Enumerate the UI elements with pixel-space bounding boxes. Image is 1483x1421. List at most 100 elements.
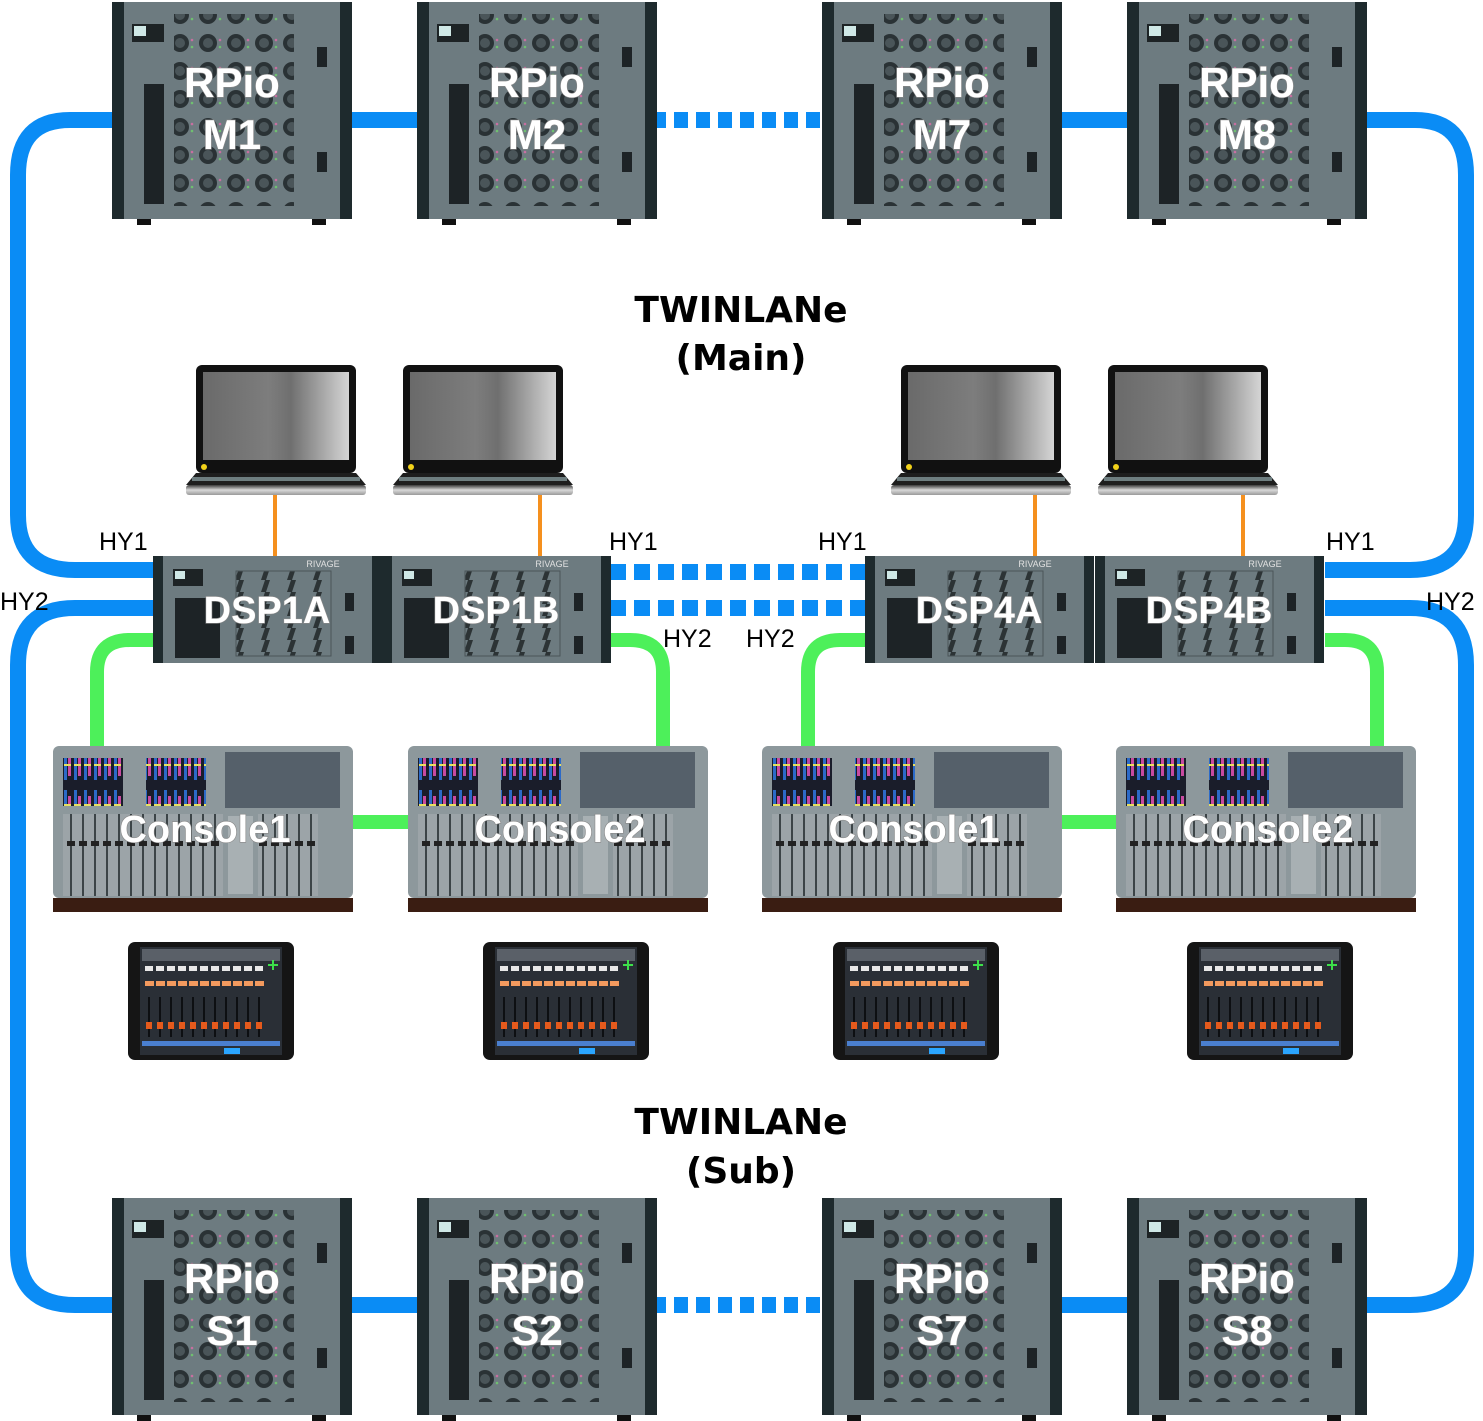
tablet-fader-track bbox=[613, 997, 615, 1037]
tablet-channel-overview bbox=[1201, 949, 1339, 961]
tablet-fader-knob bbox=[884, 1022, 890, 1029]
rpio-rail-left bbox=[822, 2, 834, 219]
rpio-card-slot bbox=[144, 1280, 164, 1400]
port-label-hy1-mid-right: HY1 bbox=[818, 528, 867, 556]
rpio-card-slot bbox=[854, 1280, 874, 1400]
tablet-channel-button bbox=[1314, 966, 1322, 971]
tablet-fader-knob bbox=[950, 1022, 956, 1029]
rpio-foot bbox=[617, 219, 631, 225]
tablet-channel-on bbox=[1215, 981, 1224, 986]
tablet-channel-overview bbox=[142, 949, 280, 961]
cable-sub-right-loop bbox=[1325, 600, 1474, 1313]
dsp-rail-left bbox=[1095, 556, 1105, 663]
tablet-fader-knob bbox=[534, 1022, 540, 1029]
console-fader-bank bbox=[63, 814, 223, 896]
port-label-hy2-right: HY2 bbox=[1426, 588, 1475, 616]
laptop-keyboard bbox=[897, 477, 1065, 481]
network-subtitle-sub: (Sub) bbox=[686, 1151, 796, 1192]
dsp-rail-left bbox=[153, 556, 163, 663]
tablet-fader-knob bbox=[928, 1022, 934, 1029]
dsp-card-slots bbox=[887, 598, 932, 658]
rpio-xlr-panel bbox=[479, 1210, 599, 1402]
tablet-fader-track bbox=[236, 997, 238, 1037]
console-wood-trim bbox=[762, 898, 1062, 912]
rpio-rail-right bbox=[1355, 1198, 1367, 1415]
console-center-controls bbox=[937, 816, 962, 894]
rpio-xlr-panel bbox=[1189, 1210, 1309, 1402]
rpio-label-line1: RPio bbox=[894, 1255, 990, 1302]
rpio-foot bbox=[137, 1415, 151, 1421]
tablet-channel-button bbox=[566, 966, 574, 971]
tablet-channel-button bbox=[178, 966, 186, 971]
tablet-channel-button bbox=[938, 966, 946, 971]
rpio-foot bbox=[442, 219, 456, 225]
rpio-card-slot bbox=[449, 1280, 469, 1400]
tablet-plus-icon bbox=[1331, 960, 1333, 970]
console-fader-bank bbox=[418, 814, 578, 896]
tablet-fader-knob bbox=[256, 1022, 262, 1029]
rpio-foot bbox=[847, 1415, 861, 1421]
rpio-label-line1: RPio bbox=[1199, 1255, 1295, 1302]
console-label: Console1 bbox=[828, 809, 999, 851]
tablet-fader-knob bbox=[851, 1022, 857, 1029]
console-label: Console2 bbox=[474, 809, 645, 851]
tablet-fader-knob bbox=[1271, 1022, 1277, 1029]
dsp-power-switch bbox=[1287, 593, 1296, 611]
tablet-fader-track bbox=[1284, 997, 1286, 1037]
rpio-rail-left bbox=[417, 2, 429, 219]
tablet-channel-button bbox=[544, 966, 552, 971]
tablet-fader-knob bbox=[223, 1022, 229, 1029]
tablet-fader-track bbox=[941, 997, 943, 1037]
tablet-channel-button bbox=[522, 966, 530, 971]
tablet-channel-button bbox=[1204, 966, 1212, 971]
tablet-fader-track bbox=[853, 997, 855, 1037]
tablet-fader-track bbox=[536, 997, 538, 1037]
tablet-fader-knob bbox=[1238, 1022, 1244, 1029]
dsp-lcd bbox=[1117, 571, 1127, 579]
tablet-channel-button bbox=[610, 966, 618, 971]
tablet-channel-button bbox=[960, 966, 968, 971]
rpio-label-line2: M7 bbox=[913, 111, 971, 158]
rpio-lcd bbox=[134, 1222, 146, 1232]
dsp-vent bbox=[235, 570, 332, 657]
dsp-rail-right bbox=[372, 556, 382, 663]
laptop-1 bbox=[186, 365, 366, 495]
dsp-brand-logo: RIVAGE bbox=[535, 559, 568, 569]
console-touchscreen bbox=[1209, 758, 1269, 806]
rpio-rail-right bbox=[1355, 2, 1367, 219]
tablet-channel-button bbox=[949, 966, 957, 971]
tablet-fader-knob bbox=[1260, 1022, 1266, 1029]
dsp-card-slots bbox=[1117, 598, 1162, 658]
tablet-4 bbox=[1187, 942, 1353, 1060]
tablet-fader-knob bbox=[168, 1022, 174, 1029]
dsp-rail-right bbox=[1314, 556, 1324, 663]
rpio-label-line2: S1 bbox=[206, 1307, 257, 1354]
rpio-rail-left bbox=[112, 2, 124, 219]
tablet-fader-knob bbox=[1227, 1022, 1233, 1029]
tablet-channel-button bbox=[1259, 966, 1267, 971]
cables bbox=[9, 112, 1474, 1313]
laptop-keyboard bbox=[192, 477, 360, 481]
laptop-4 bbox=[1098, 365, 1278, 495]
tablet-name-strip bbox=[497, 1041, 635, 1046]
tablet-fader-knob bbox=[179, 1022, 185, 1029]
tablet-channel-button bbox=[211, 966, 219, 971]
tablet-active-tab bbox=[579, 1048, 595, 1054]
tablet-fader-knob bbox=[567, 1022, 573, 1029]
rpio-rail-right bbox=[645, 1198, 657, 1415]
rpio-xlr-panel bbox=[884, 1210, 1004, 1402]
console-1: Console1 bbox=[53, 746, 353, 912]
rpio-xlr-panel bbox=[174, 14, 294, 206]
cable-main-left-loop bbox=[9, 112, 155, 578]
tablet-fader-track bbox=[558, 997, 560, 1037]
tablet-fader-knob bbox=[1249, 1022, 1255, 1029]
tablet-channel-on bbox=[894, 981, 903, 986]
tablet-fader-knob bbox=[1205, 1022, 1211, 1029]
rpio-label-line1: RPio bbox=[489, 1255, 585, 1302]
tablet-fader-knob bbox=[201, 1022, 207, 1029]
laptop-power-led bbox=[906, 464, 912, 470]
tablet-channel-button bbox=[1237, 966, 1245, 971]
